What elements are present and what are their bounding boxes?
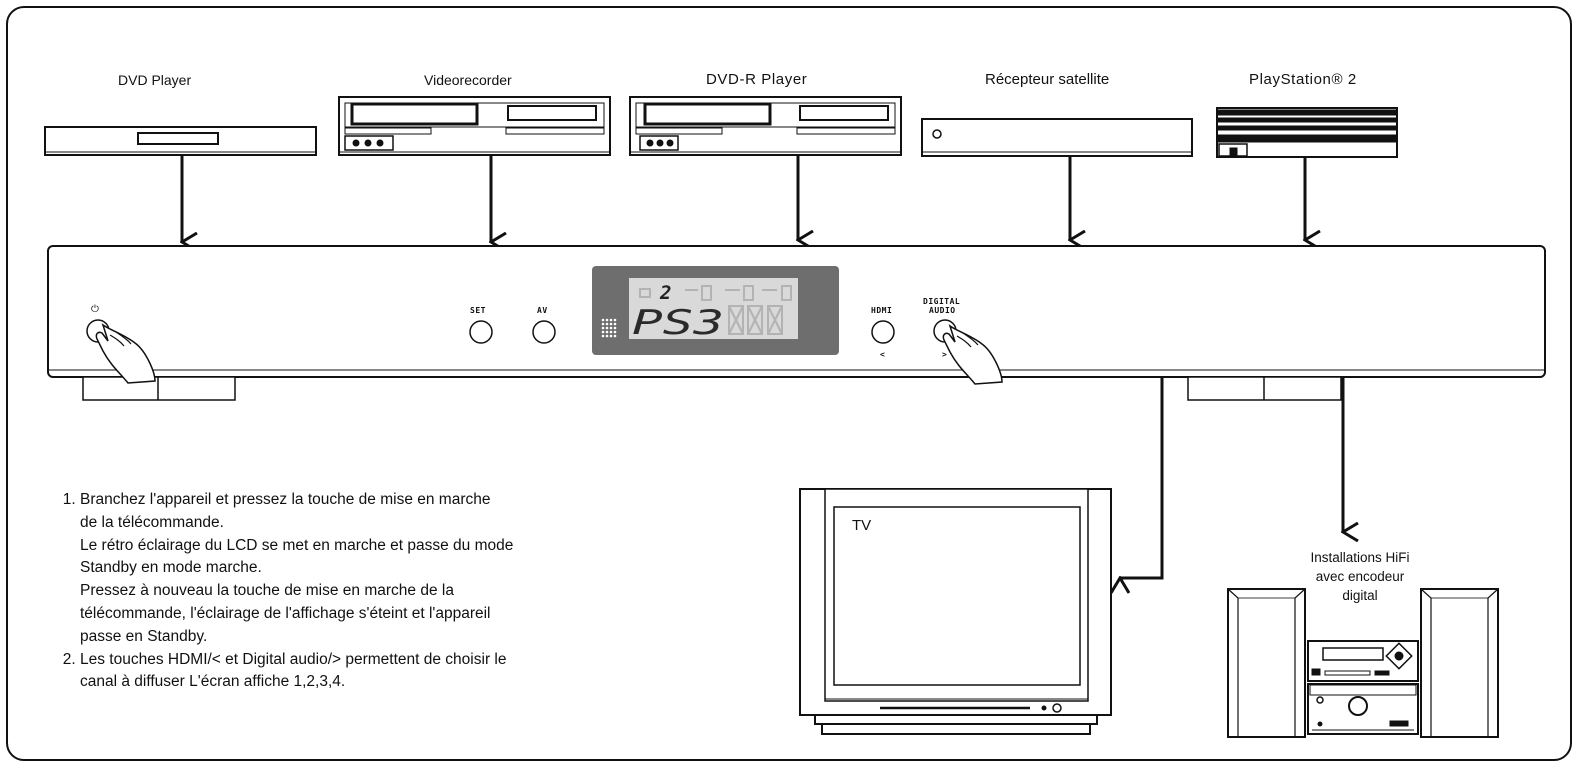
dvdr-player-device [629,96,902,156]
tv-device [799,488,1112,735]
hdmi-arrow-label: < [880,350,886,359]
hifi-label-line2: avec encodeur [1315,569,1405,584]
set-button-graphic [469,320,493,344]
label-videorecorder: Videorecorder [424,72,512,88]
step1-line6: télécommande, l'éclairage de l'affichage… [80,604,491,622]
set-button-label: SET [470,306,486,315]
step1-line7: passe en Standby. [80,627,208,645]
hdmi-button-label: HDMI [871,306,893,315]
hifi-label-line3: digital [1342,588,1378,603]
digital-label-2: AUDIO [929,306,956,315]
playstation-device [1216,107,1398,158]
power-symbol: ⏻ [91,304,100,315]
hdmi-button-graphic [871,320,895,344]
step1-line3: Le rétro éclairage du LCD se met en marc… [80,536,514,554]
videorecorder-device [338,96,611,156]
label-dvd-player: DVD Player [118,72,192,88]
hifi-system-device [1227,588,1499,738]
lcd-display: 2 PS3 [592,266,839,355]
label-dvdr-player: DVD-R Player [706,71,808,88]
satellite-receiver-device [921,118,1193,157]
diagram-frame [6,6,1572,761]
lcd-main-text: PS3 [632,303,724,343]
instructions: Branchez l'appareil et pressez la touche… [50,489,650,694]
digital-audio-button-graphic [933,319,1003,385]
power-button-graphic [86,319,156,384]
step1-line2: de la télécommande. [80,513,224,531]
hifi-label-line1: Installations HiFi [1310,550,1410,565]
step1-line5: Pressez à nouveau la touche de mise en m… [80,582,454,600]
label-playstation: PlayStation® 2 [1249,71,1357,88]
step1-line4: Standby en mode marche. [80,559,262,577]
instruction-step-1: Branchez l'appareil et pressez la touche… [80,489,650,649]
input-arrows [182,155,1305,242]
step2-line2: canal à diffuser L'écran affiche 1,2,3,4… [80,673,346,691]
label-satellite: Récepteur satellite [985,71,1110,88]
av-button-label: AV [537,306,548,315]
av-button-graphic [532,320,556,344]
dvd-player-device [44,126,317,156]
step2-line1: Les touches HDMI/< et Digital audio/> pe… [80,650,507,668]
lcd-top-digit: 2 [659,282,671,304]
lcd-dot-grid [601,318,617,338]
hifi-label: Installations HiFi avec encodeur digital [1292,548,1428,605]
lcd-ghost-segments [639,285,792,335]
instruction-step-2: Les touches HDMI/< et Digital audio/> pe… [80,649,650,695]
tv-label: TV [852,517,872,534]
output-arrows [1120,377,1343,578]
step1-line1: Branchez l'appareil et pressez la touche… [80,491,491,508]
digital-arrow-label: > [942,350,948,359]
digital-label-1: DIGITAL [923,297,961,306]
